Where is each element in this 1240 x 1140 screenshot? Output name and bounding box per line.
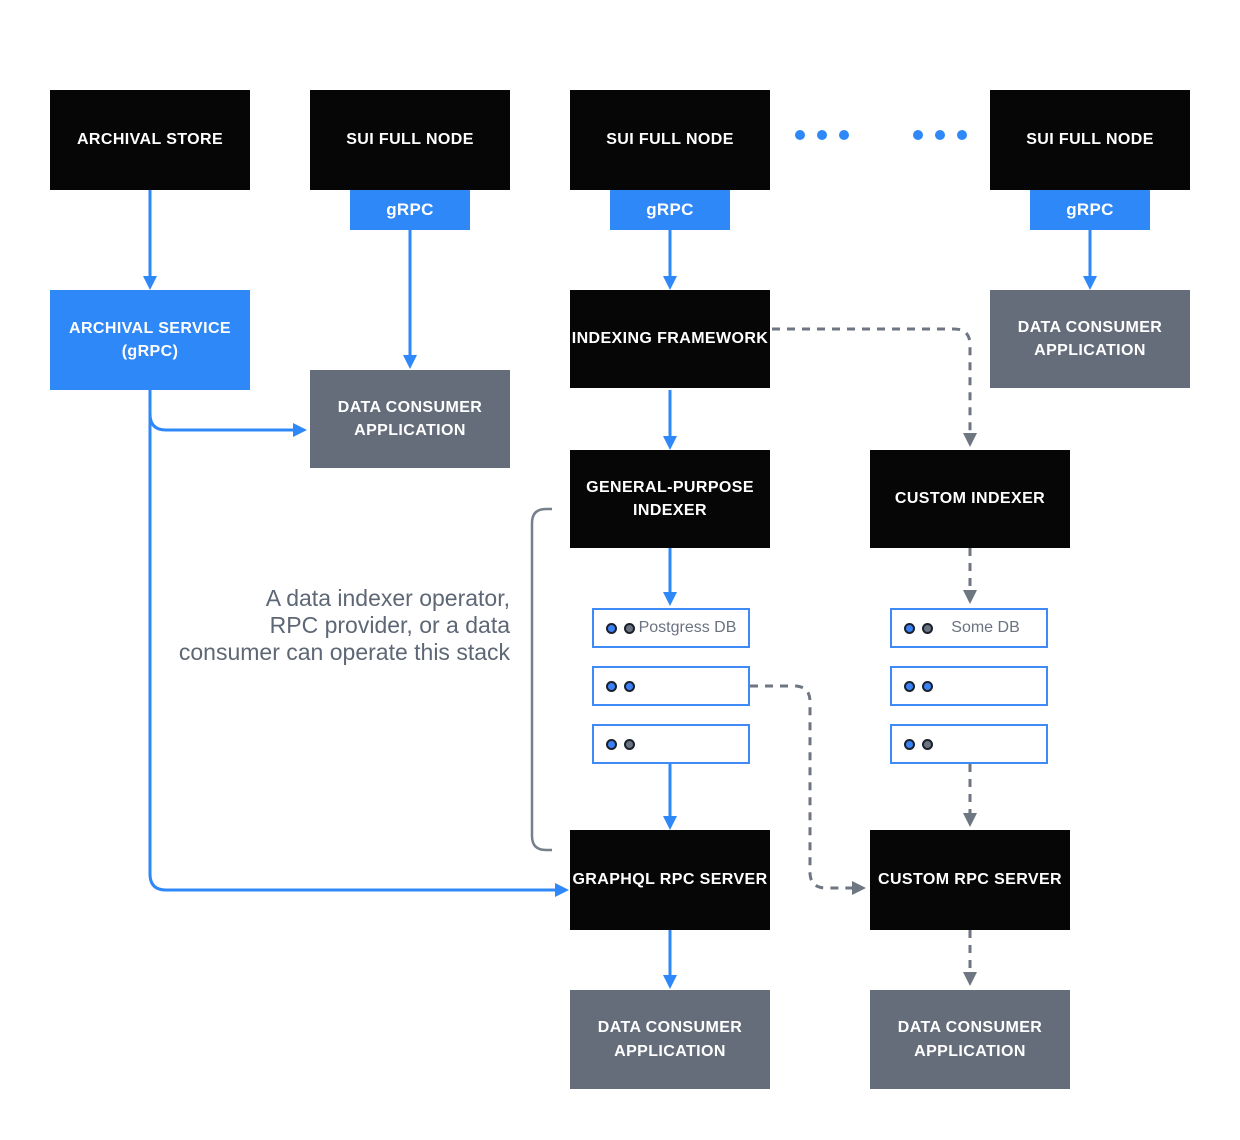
- annotation-line: A data indexer operator,: [265, 585, 510, 611]
- db-status-dots-icon: [606, 680, 635, 692]
- sui-full-node-3-box: SUI FULL NODE: [990, 90, 1190, 190]
- general-purpose-indexer-label: GENERAL-PURPOSE INDEXER: [586, 478, 754, 519]
- db-status-dots-icon: [904, 680, 933, 692]
- custom-rpc-server-box: CUSTOM RPC SERVER: [870, 830, 1070, 930]
- db-status-dots-icon: [606, 738, 635, 750]
- grpc-tag-3-label: gRPC: [1066, 199, 1114, 219]
- database-stack-left: Postgress DB: [592, 608, 750, 764]
- archival-store-box: ARCHIVAL STORE: [50, 90, 250, 190]
- db-dot-icon: [922, 680, 933, 692]
- indexing-framework-label: INDEXING FRAMEWORK: [571, 330, 769, 348]
- annotation-line: RPC provider, or a data: [269, 612, 510, 638]
- data-consumer-application-box: DATA CONSUMER APPLICATION: [870, 990, 1070, 1089]
- grpc-tag-3: gRPC: [1030, 190, 1150, 230]
- ellipsis-icon: [795, 130, 849, 140]
- custom-indexer-label: CUSTOM INDEXER: [894, 490, 1046, 508]
- stack-bracket: [530, 507, 552, 852]
- db-box: [592, 666, 750, 706]
- db-dot-icon: [922, 738, 933, 750]
- archival-service-box: ARCHIVAL SERVICE (gRPC): [50, 290, 250, 390]
- data-consumer-application-box: DATA CONSUMER APPLICATION: [570, 990, 770, 1089]
- db-label: Some DB: [951, 619, 1020, 636]
- db-box: [890, 666, 1048, 706]
- general-purpose-indexer-box: GENERAL-PURPOSE INDEXER: [570, 450, 770, 548]
- db-box: Some DB: [890, 608, 1048, 648]
- custom-rpc-server-label: CUSTOM RPC SERVER: [877, 871, 1063, 889]
- dashed-arrow-indexing-framework-to-custom-indexer: [772, 327, 977, 447]
- data-consumer-application-label: DATA CONSUMER APPLICATION: [1017, 318, 1163, 359]
- arrow-archival-service-to-data-consumer: [148, 390, 307, 437]
- sui-full-node-2-label: SUI FULL NODE: [606, 131, 734, 149]
- db-dot-icon: [904, 738, 915, 750]
- dot-icon: [913, 130, 923, 140]
- archival-store-label: ARCHIVAL STORE: [76, 131, 224, 149]
- dot-icon: [817, 130, 827, 140]
- graphql-rpc-server-box: GRAPHQL RPC SERVER: [570, 830, 770, 930]
- db-status-dots-icon: [904, 622, 933, 634]
- grpc-tag-1: gRPC: [350, 190, 470, 230]
- dot-icon: [839, 130, 849, 140]
- db-box: Postgress DB: [592, 608, 750, 648]
- db-dot-icon: [904, 622, 915, 634]
- dot-icon: [795, 130, 805, 140]
- db-box: [592, 724, 750, 764]
- annotation-line: consumer can operate this stack: [178, 639, 510, 665]
- db-dot-icon: [922, 622, 933, 634]
- grpc-tag-2-label: gRPC: [646, 199, 694, 219]
- sui-full-node-3-label: SUI FULL NODE: [1026, 131, 1154, 149]
- sui-full-node-1-box: SUI FULL NODE: [310, 90, 510, 190]
- archival-service-label: ARCHIVAL SERVICE (gRPC): [69, 319, 231, 360]
- database-stack-right: Some DB: [890, 608, 1048, 764]
- ellipsis-icon: [913, 130, 967, 140]
- data-consumer-application-label: DATA CONSUMER APPLICATION: [897, 1019, 1043, 1060]
- db-dot-icon: [606, 738, 617, 750]
- grpc-tag-2: gRPC: [610, 190, 730, 230]
- data-consumer-application-box: DATA CONSUMER APPLICATION: [990, 290, 1190, 388]
- sui-full-node-1-label: SUI FULL NODE: [346, 131, 474, 149]
- graphql-rpc-server-label: GRAPHQL RPC SERVER: [572, 871, 768, 889]
- dot-icon: [935, 130, 945, 140]
- indexing-framework-box: INDEXING FRAMEWORK: [570, 290, 770, 388]
- db-status-dots-icon: [606, 622, 635, 634]
- db-dot-icon: [624, 680, 635, 692]
- data-consumer-application-label: DATA CONSUMER APPLICATION: [597, 1019, 743, 1060]
- dot-icon: [957, 130, 967, 140]
- stack-annotation: A data indexer operator, RPC provider, o…: [160, 585, 510, 666]
- sui-full-node-2-box: SUI FULL NODE: [570, 90, 770, 190]
- db-dot-icon: [904, 680, 915, 692]
- db-dot-icon: [606, 622, 617, 634]
- db-dot-icon: [624, 622, 635, 634]
- data-consumer-application-label: DATA CONSUMER APPLICATION: [337, 398, 483, 439]
- grpc-tag-1-label: gRPC: [386, 199, 434, 219]
- data-consumer-application-box: DATA CONSUMER APPLICATION: [310, 370, 510, 468]
- db-dot-icon: [624, 738, 635, 750]
- custom-indexer-box: CUSTOM INDEXER: [870, 450, 1070, 548]
- db-box: [890, 724, 1048, 764]
- db-label: Postgress DB: [638, 619, 737, 636]
- db-dot-icon: [606, 680, 617, 692]
- db-status-dots-icon: [904, 738, 933, 750]
